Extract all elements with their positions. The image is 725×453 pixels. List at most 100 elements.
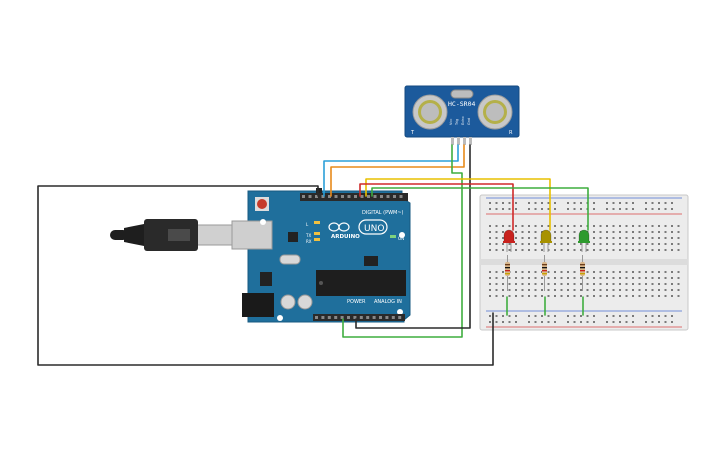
breadboard-hole[interactable] [554, 225, 556, 227]
breadboard-hole[interactable] [651, 225, 654, 227]
header-pin[interactable] [391, 316, 395, 319]
breadboard-hole[interactable] [495, 277, 498, 279]
breadboard-hole[interactable] [573, 271, 576, 273]
breadboard-hole[interactable] [619, 208, 621, 210]
breadboard-hole[interactable] [502, 243, 504, 245]
breadboard-hole[interactable] [502, 237, 504, 239]
breadboard-hole[interactable] [515, 321, 517, 323]
breadboard-hole[interactable] [625, 243, 628, 245]
breadboard-hole[interactable] [671, 231, 673, 233]
breadboard-hole[interactable] [515, 295, 517, 297]
breadboard-hole[interactable] [547, 271, 550, 273]
breadboard-hole[interactable] [573, 289, 576, 291]
breadboard-hole[interactable] [612, 277, 615, 279]
breadboard-hole[interactable] [632, 321, 634, 323]
breadboard-hole[interactable] [599, 295, 602, 297]
breadboard-hole[interactable] [495, 243, 498, 245]
breadboard-hole[interactable] [632, 231, 634, 233]
breadboard-hole[interactable] [528, 295, 530, 297]
breadboard-hole[interactable] [573, 295, 576, 297]
breadboard-hole[interactable] [664, 283, 667, 285]
sensor-pin-vcc[interactable] [451, 137, 454, 145]
breadboard-hole[interactable] [541, 315, 543, 317]
breadboard-hole[interactable] [515, 277, 517, 279]
breadboard-hole[interactable] [567, 321, 569, 323]
breadboard-hole[interactable] [541, 243, 543, 245]
breadboard-hole[interactable] [528, 202, 530, 204]
breadboard-hole[interactable] [573, 249, 576, 251]
breadboard-hole[interactable] [677, 243, 680, 245]
breadboard-hole[interactable] [554, 315, 556, 317]
breadboard-hole[interactable] [677, 231, 680, 233]
breadboard-hole[interactable] [534, 271, 537, 273]
breadboard-hole[interactable] [645, 277, 647, 279]
ultrasonic-sensor[interactable]: HC-SR04 Vcc Trig Echo Gnd T R [404, 85, 520, 145]
breadboard-hole[interactable] [658, 237, 660, 239]
breadboard-hole[interactable] [593, 208, 595, 210]
breadboard-hole[interactable] [573, 315, 576, 317]
breadboard-hole[interactable] [599, 277, 602, 279]
breadboard-hole[interactable] [664, 295, 667, 297]
breadboard-hole[interactable] [567, 237, 569, 239]
breadboard-hole[interactable] [632, 271, 634, 273]
breadboard-hole[interactable] [619, 295, 621, 297]
breadboard-hole[interactable] [651, 271, 654, 273]
breadboard-hole[interactable] [554, 283, 556, 285]
breadboard-hole[interactable] [567, 315, 569, 317]
wire-vcc[interactable] [342, 144, 463, 338]
sensor-pin-trig[interactable] [457, 137, 460, 145]
breadboard-hole[interactable] [534, 295, 537, 297]
breadboard-hole[interactable] [677, 271, 680, 273]
breadboard-hole[interactable] [619, 243, 621, 245]
breadboard-hole[interactable] [638, 289, 641, 291]
breadboard-hole[interactable] [534, 321, 537, 323]
breadboard-hole[interactable] [554, 271, 556, 273]
breadboard-hole[interactable] [573, 231, 576, 233]
breadboard-hole[interactable] [560, 271, 563, 273]
breadboard-hole[interactable] [612, 225, 615, 227]
breadboard-hole[interactable] [573, 243, 576, 245]
breadboard-hole[interactable] [567, 202, 569, 204]
breadboard-hole[interactable] [606, 289, 608, 291]
breadboard-hole[interactable] [632, 208, 634, 210]
breadboard-hole[interactable] [489, 231, 491, 233]
breadboard-hole[interactable] [606, 321, 608, 323]
breadboard-hole[interactable] [541, 321, 543, 323]
breadboard-hole[interactable] [658, 231, 660, 233]
breadboard-hole[interactable] [651, 237, 654, 239]
breadboard-hole[interactable] [638, 271, 641, 273]
breadboard-hole[interactable] [528, 283, 530, 285]
breadboard-hole[interactable] [664, 237, 667, 239]
breadboard-hole[interactable] [586, 289, 589, 291]
breadboard-hole[interactable] [658, 249, 660, 251]
power-analog-header[interactable] [313, 314, 405, 321]
breadboard-hole[interactable] [593, 243, 595, 245]
breadboard-hole[interactable] [528, 237, 530, 239]
breadboard-hole[interactable] [547, 225, 550, 227]
breadboard-hole[interactable] [528, 208, 530, 210]
breadboard-hole[interactable] [528, 289, 530, 291]
breadboard-hole[interactable] [534, 283, 537, 285]
breadboard-hole[interactable] [489, 289, 491, 291]
breadboard-hole[interactable] [599, 231, 602, 233]
breadboard-hole[interactable] [651, 208, 654, 210]
header-pin[interactable] [385, 316, 389, 319]
breadboard-hole[interactable] [612, 271, 615, 273]
breadboard-hole[interactable] [658, 283, 660, 285]
breadboard-hole[interactable] [638, 277, 641, 279]
breadboard-hole[interactable] [593, 249, 595, 251]
breadboard-hole[interactable] [560, 231, 563, 233]
breadboard-hole[interactable] [651, 231, 654, 233]
breadboard-hole[interactable] [580, 243, 582, 245]
breadboard-hole[interactable] [619, 237, 621, 239]
breadboard-hole[interactable] [521, 249, 524, 251]
breadboard-hole[interactable] [658, 271, 660, 273]
breadboard-hole[interactable] [619, 231, 621, 233]
breadboard-hole[interactable] [508, 208, 511, 210]
breadboard-hole[interactable] [619, 271, 621, 273]
breadboard-hole[interactable] [599, 249, 602, 251]
breadboard-hole[interactable] [651, 295, 654, 297]
breadboard-hole[interactable] [612, 231, 615, 233]
breadboard-hole[interactable] [671, 321, 673, 323]
breadboard-hole[interactable] [547, 277, 550, 279]
